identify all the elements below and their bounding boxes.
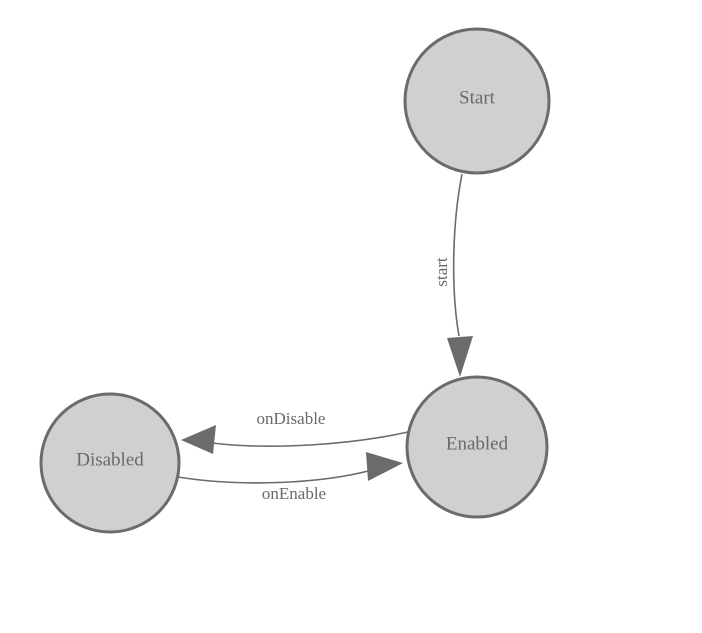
arrowhead-disabled-to-enabled bbox=[366, 452, 403, 481]
node-circle-start[interactable] bbox=[403, 27, 551, 175]
node-circle-enabled[interactable] bbox=[405, 375, 549, 519]
arrowhead-start-to-enabled bbox=[447, 336, 473, 377]
edge-path-disabled-to-enabled bbox=[177, 469, 373, 484]
node-label-start: Start bbox=[459, 87, 496, 108]
edge-start-to-enabled: start bbox=[432, 173, 473, 377]
edge-path-enabled-to-disabled bbox=[211, 431, 409, 447]
edge-path-start-to-enabled bbox=[452, 173, 463, 337]
node-disabled[interactable]: Disabled bbox=[39, 392, 181, 534]
arrowhead-enabled-to-disabled bbox=[181, 425, 216, 454]
node-label-enabled: Enabled bbox=[446, 433, 509, 454]
edge-disabled-to-enabled: onEnable bbox=[177, 452, 403, 503]
edge-label-start: start bbox=[432, 257, 451, 287]
node-enabled[interactable]: Enabled bbox=[405, 375, 549, 519]
node-start[interactable]: Start bbox=[403, 27, 551, 175]
edge-label-ondisable: onDisable bbox=[257, 409, 326, 428]
edge-label-onenable: onEnable bbox=[262, 484, 326, 503]
edge-enabled-to-disabled: onDisable bbox=[181, 409, 409, 454]
node-circle-disabled[interactable] bbox=[39, 392, 181, 534]
node-label-disabled: Disabled bbox=[76, 449, 144, 470]
